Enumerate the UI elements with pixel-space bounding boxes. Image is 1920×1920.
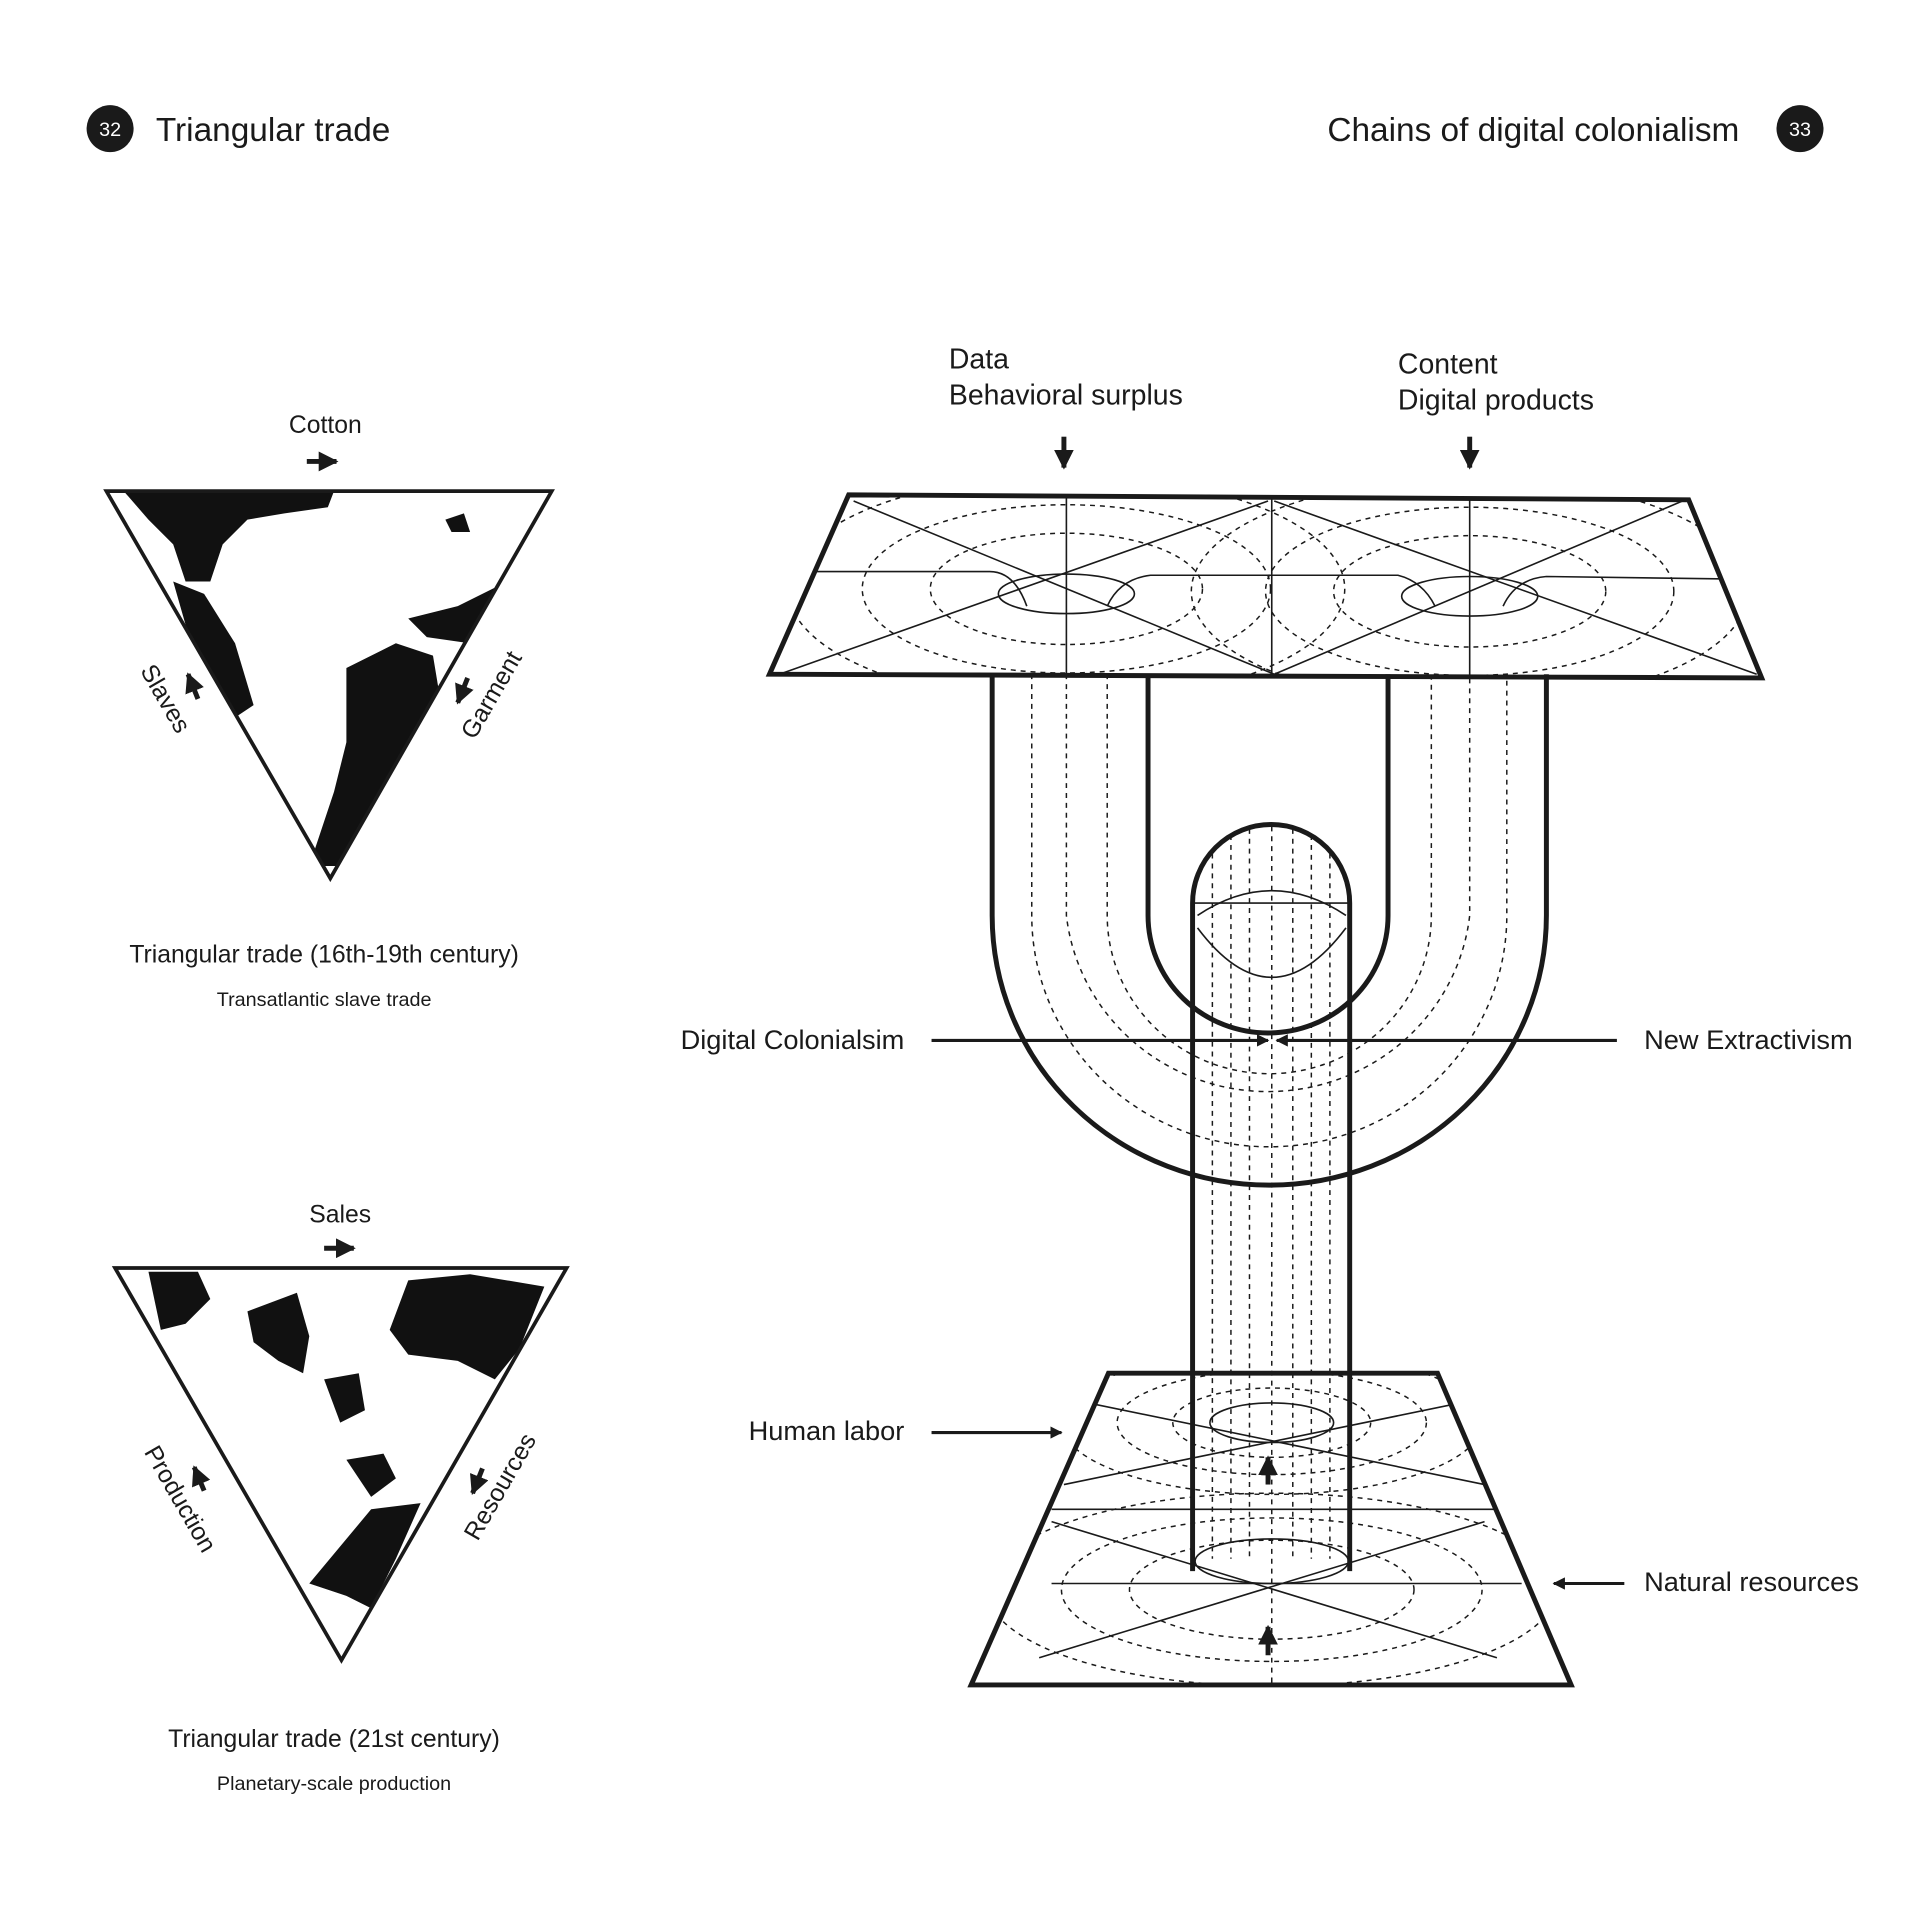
human-labor-label: Human labor <box>749 1415 905 1446</box>
left-page-header: 32 Triangular trade <box>86 105 390 153</box>
world-map <box>123 491 520 866</box>
digital-products-label: Digital products <box>1398 384 1594 416</box>
subcaption: Planetary-scale production <box>217 1773 451 1795</box>
behavioral-surplus-label: Behavioral surplus <box>949 380 1183 412</box>
u-tube <box>989 674 1549 1188</box>
digital-colonialism-label: Digital Colonialsim <box>681 1024 905 1055</box>
central-column <box>1190 822 1353 1683</box>
world-map <box>148 1271 545 1609</box>
right-page-header: Chains of digital colonialism 33 <box>1327 105 1824 153</box>
slaves-label: Slaves <box>135 660 196 738</box>
caption: Triangular trade (21st century) <box>168 1726 500 1753</box>
triangle-diagram-historic: Cotton Slaves Garment Triangular trade (… <box>103 412 555 1011</box>
cotton-label: Cotton <box>289 412 362 439</box>
page-number-badge <box>1776 105 1824 153</box>
resources-label: Resources <box>459 1429 541 1545</box>
sales-label: Sales <box>309 1201 371 1228</box>
arrow-up-icon <box>191 1465 211 1492</box>
top-plane <box>765 492 1766 681</box>
page-number-badge <box>86 105 134 153</box>
page-number: 32 <box>99 119 121 141</box>
arrow-up-icon <box>185 672 204 700</box>
arrow-down-icon <box>455 677 474 705</box>
triangle-diagram-modern: Sales Production Resources Triangular tr… <box>111 1201 570 1795</box>
page-title: Triangular trade <box>156 112 390 149</box>
subcaption: Transatlantic slave trade <box>217 989 432 1011</box>
arrow-down-icon <box>470 1467 489 1496</box>
natural-resources-label: Natural resources <box>1644 1566 1859 1597</box>
new-extractivism-label: New Extractivism <box>1644 1024 1853 1055</box>
garment-label: Garment <box>456 647 528 744</box>
page-title: Chains of digital colonialism <box>1327 112 1739 149</box>
data-label: Data <box>949 344 1009 376</box>
content-label: Content <box>1398 349 1498 381</box>
digital-colonialism-diagram: Data Behavioral surplus Content Digital … <box>681 344 1859 1688</box>
page-number: 33 <box>1789 119 1811 141</box>
caption: Triangular trade (16th-19th century) <box>129 941 519 968</box>
production-label: Production <box>138 1441 221 1557</box>
